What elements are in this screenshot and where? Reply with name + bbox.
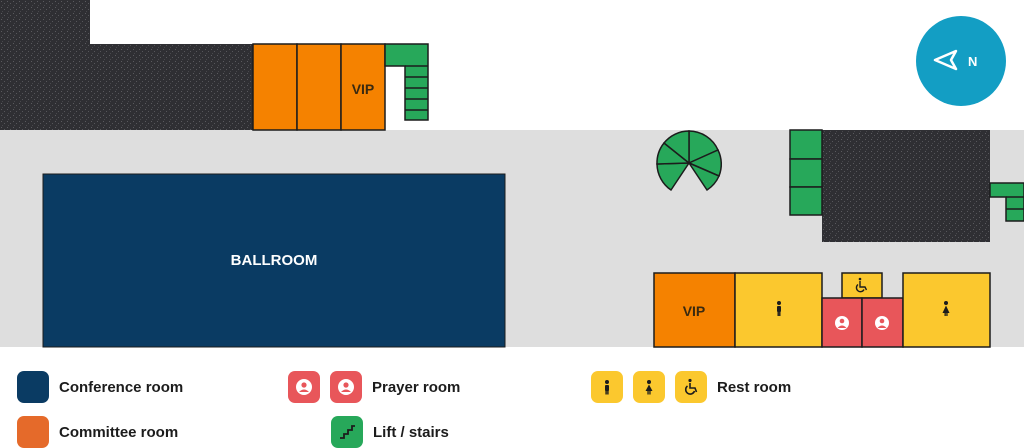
restricted-area-right	[822, 130, 990, 242]
stairs-right[interactable]	[989, 182, 1024, 222]
wheelchair-icon	[684, 378, 698, 395]
map-legend: Conference room Committee room Prayer ro…	[0, 350, 1024, 448]
conference-swatch	[17, 371, 49, 403]
female-icon	[645, 380, 653, 395]
legend-restroom-label: Rest room	[717, 378, 792, 396]
compass: N	[916, 16, 1006, 106]
compass-north-label: N	[968, 54, 977, 69]
legend-lift-label: Lift / stairs	[373, 423, 449, 441]
restricted-area-top-left	[0, 0, 253, 130]
male-icon	[777, 301, 781, 316]
prayer-person-icon	[835, 316, 849, 330]
ballroom-label: BALLROOM	[231, 252, 318, 269]
legend-restroom: Rest room	[591, 371, 791, 403]
vip-room-top[interactable]	[340, 43, 386, 131]
north-arrow-icon	[933, 49, 958, 71]
prayer-swatch-1	[288, 371, 320, 403]
female-icon	[942, 301, 950, 316]
lift-swatch	[331, 416, 363, 448]
vip-bottom-label: VIP	[683, 303, 706, 319]
legend-committee-label: Committee room	[59, 423, 179, 441]
committee-room-2[interactable]	[296, 43, 342, 131]
committee-swatch	[17, 416, 49, 448]
legend-conference-label: Conference room	[59, 378, 184, 396]
restroom-swatch-male	[591, 371, 623, 403]
compass-circle	[916, 16, 1006, 106]
legend-committee: Committee room	[17, 416, 178, 448]
prayer-person-icon	[296, 379, 312, 395]
spiral-stairs[interactable]	[656, 130, 723, 192]
stairs-icon	[340, 425, 355, 439]
legend-prayer-label: Prayer room	[372, 378, 461, 396]
ballroom[interactable]	[42, 173, 506, 348]
stairs-top[interactable]	[384, 43, 429, 121]
vip-room-bottom[interactable]	[653, 272, 736, 348]
restroom-accessible[interactable]	[841, 272, 883, 299]
prayer-person-icon	[875, 316, 889, 330]
legend-prayer: Prayer room	[288, 371, 460, 403]
restroom-swatch-female	[633, 371, 665, 403]
restroom-swatch-accessible	[675, 371, 707, 403]
legend-lift: Lift / stairs	[331, 416, 449, 448]
committee-room-1[interactable]	[252, 43, 298, 131]
floor-plan-map: VIP BALLROOM VIP	[0, 0, 1024, 348]
vip-top-label: VIP	[352, 81, 375, 97]
wheelchair-icon	[855, 277, 868, 293]
lift-right[interactable]	[789, 129, 823, 216]
legend-conference: Conference room	[17, 371, 183, 403]
male-icon	[605, 380, 609, 395]
prayer-swatch-2	[330, 371, 362, 403]
prayer-person-icon	[338, 379, 354, 395]
